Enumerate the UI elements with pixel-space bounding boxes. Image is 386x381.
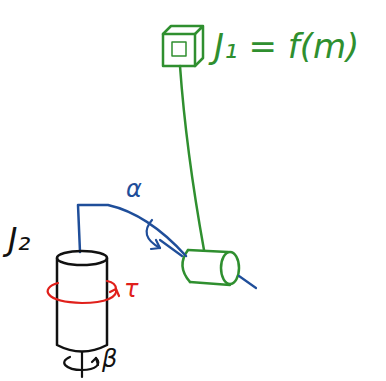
cylinder-top [57, 251, 107, 265]
joint-cylinder [182, 250, 239, 285]
payload-cube [163, 26, 203, 66]
cube-front [163, 34, 195, 66]
cube-face [172, 42, 186, 56]
arrow-head [110, 289, 119, 296]
torque-arrow [107, 281, 116, 289]
link-rod [180, 66, 204, 250]
joint-axis [239, 276, 256, 288]
joint-side [188, 250, 228, 252]
inertia-label: J₂ [8, 222, 30, 257]
inertia-label: J₁ = f(m) [214, 28, 359, 65]
angle-label: α [126, 176, 142, 202]
rotation-arrow [64, 357, 98, 370]
rotation-arrow [147, 220, 160, 248]
joint-side [190, 282, 230, 285]
arrow-head [92, 358, 98, 365]
cube-back [163, 26, 203, 66]
torque-label: τ [124, 276, 138, 302]
base-axis [81, 352, 83, 377]
cylinder-body [57, 258, 107, 352]
angle-label: β [102, 346, 117, 372]
joint-end [221, 252, 239, 284]
torque-arrow [48, 283, 117, 303]
arrow-head [151, 240, 160, 249]
arm-link [78, 205, 186, 256]
